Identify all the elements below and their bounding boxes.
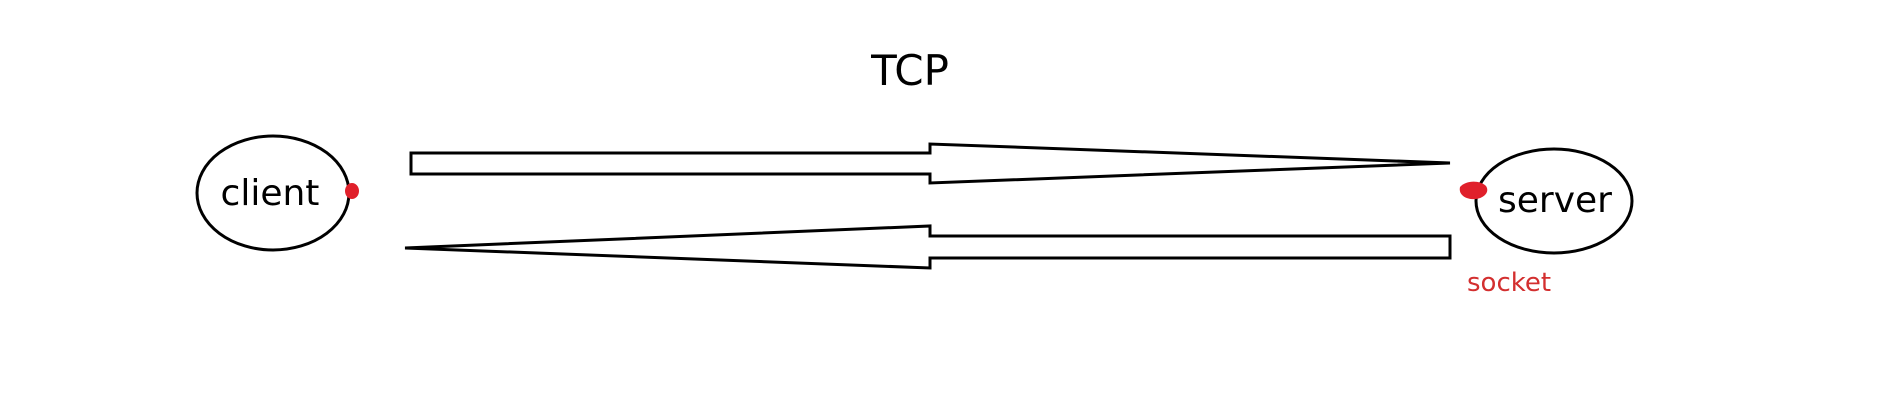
server-socket-dot: [1459, 181, 1488, 200]
client-socket-dot: [345, 183, 359, 199]
server-node: server: [1459, 147, 1634, 255]
client-node: client: [195, 134, 359, 252]
server-label: server: [1498, 180, 1612, 221]
arrow-server-to-client: [404, 224, 1452, 270]
socket-label: socket: [1467, 268, 1551, 298]
server-ellipse: [1474, 147, 1634, 255]
client-label: client: [221, 173, 320, 214]
diagram-title: TCP: [870, 46, 949, 95]
arrow-client-to-server: [409, 142, 1451, 185]
